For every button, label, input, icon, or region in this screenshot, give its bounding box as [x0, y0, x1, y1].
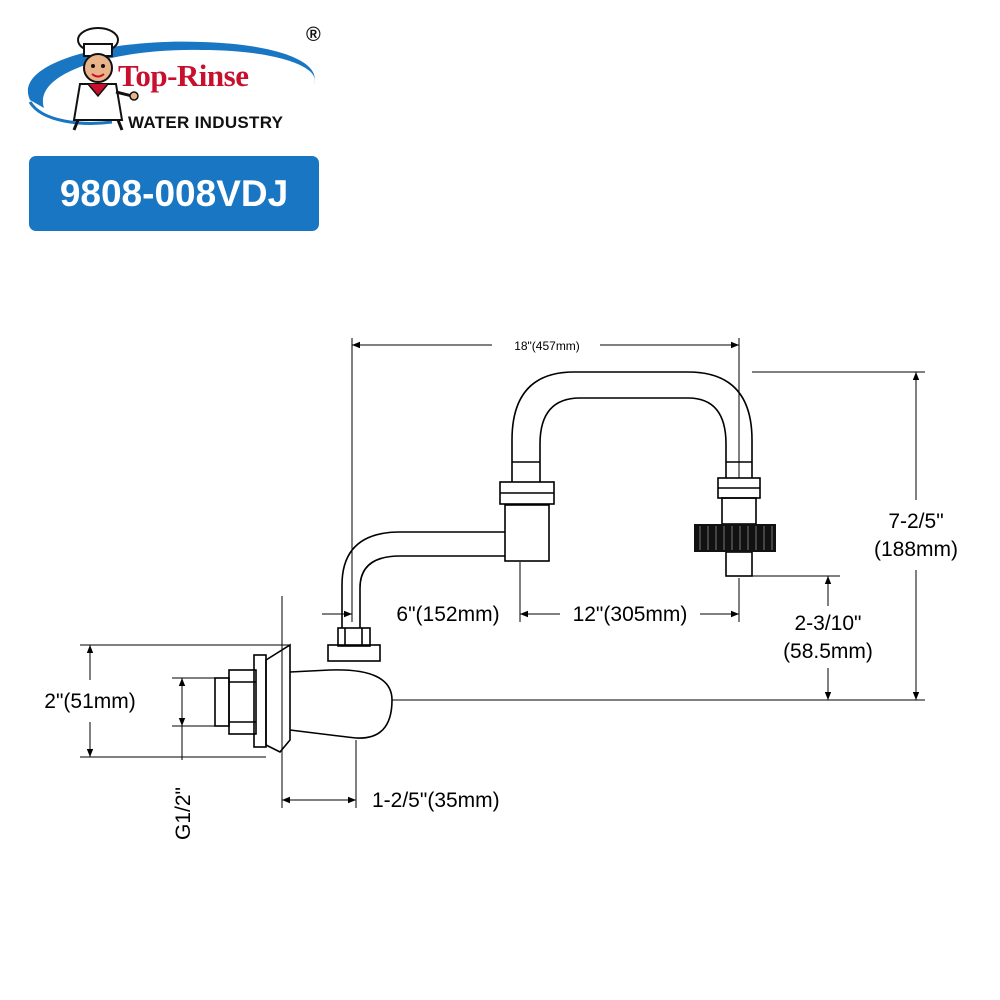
dim-height-in: 7-2/5"	[888, 510, 943, 533]
dim-inlet-height: 2"(51mm)	[44, 690, 135, 713]
dim-height-mm: (188mm)	[874, 538, 958, 561]
dim-spout-mm: (58.5mm)	[783, 640, 873, 663]
model-number-badge: 9808-008VDJ	[29, 156, 319, 231]
dim-thread: G1/2"	[172, 787, 195, 840]
dim-overall-width: 18"(457mm)	[514, 339, 580, 353]
faucet-body	[214, 371, 761, 753]
dimension-lines	[86, 341, 920, 804]
brand-subtitle: WATER INDUSTRY	[128, 113, 284, 132]
dim-offset: 1-2/5"(35mm)	[372, 789, 500, 812]
brand-logo	[27, 27, 315, 131]
brand-name: Top-Rinse	[118, 58, 249, 93]
dim-spout-in: 2-3/10"	[795, 612, 862, 635]
dim-swing-short: 6"(152mm)	[396, 603, 499, 626]
registered-mark: ®	[306, 24, 321, 46]
chef-mascot-icon	[72, 27, 139, 131]
dim-swing-long: 12"(305mm)	[573, 603, 688, 626]
